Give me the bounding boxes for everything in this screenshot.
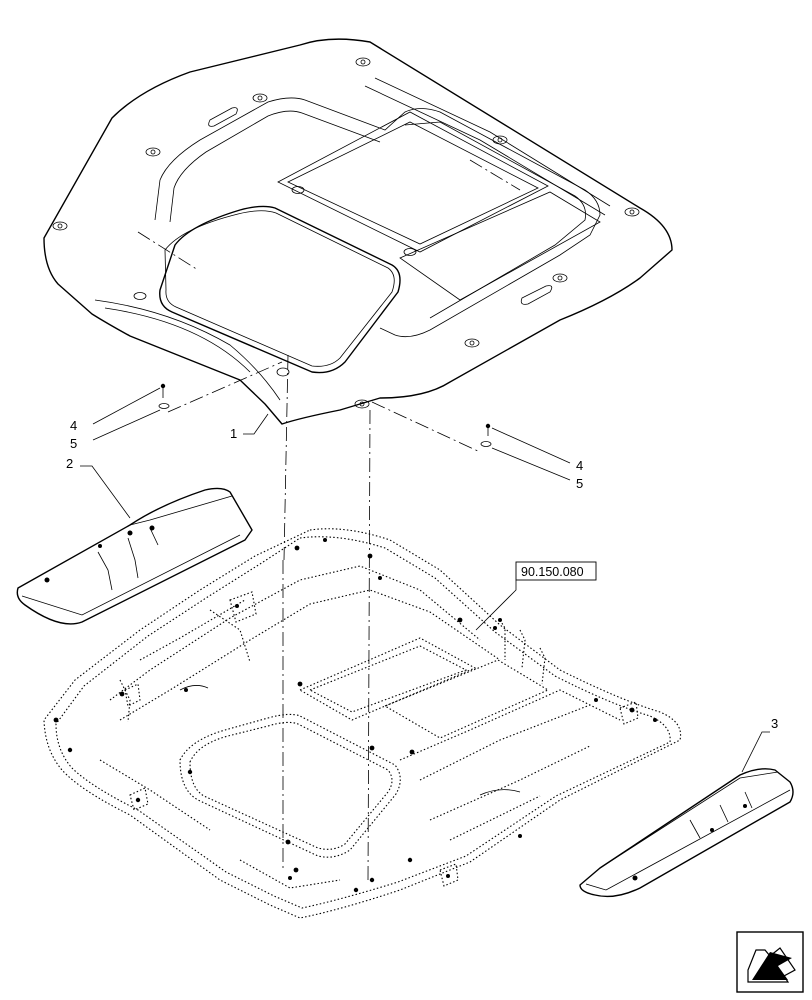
roof-headliner-part [43, 38, 673, 425]
callout-label-3: 3 [771, 716, 778, 731]
next-page-arrow-icon[interactable] [736, 931, 804, 993]
right-screw-washer-group [480, 423, 571, 481]
callout-label-5-right: 5 [576, 476, 583, 491]
left-screw-washer-group [92, 383, 170, 441]
callout-label-1: 1 [230, 426, 237, 441]
callout-label-2: 2 [66, 456, 73, 471]
reference-label[interactable]: 90.150.080 [521, 565, 584, 579]
reference-box-90-150-080[interactable]: 90.150.080 [515, 561, 597, 581]
left-trim-panel-part [16, 487, 253, 625]
callout-leaders [80, 413, 770, 773]
callout-label-4-left: 4 [70, 418, 77, 433]
cab-roof-structure-reference [43, 528, 682, 919]
callout-label-5-left: 5 [70, 436, 77, 451]
callout-label-4-right: 4 [576, 458, 583, 473]
right-trim-panel-part [579, 768, 794, 898]
